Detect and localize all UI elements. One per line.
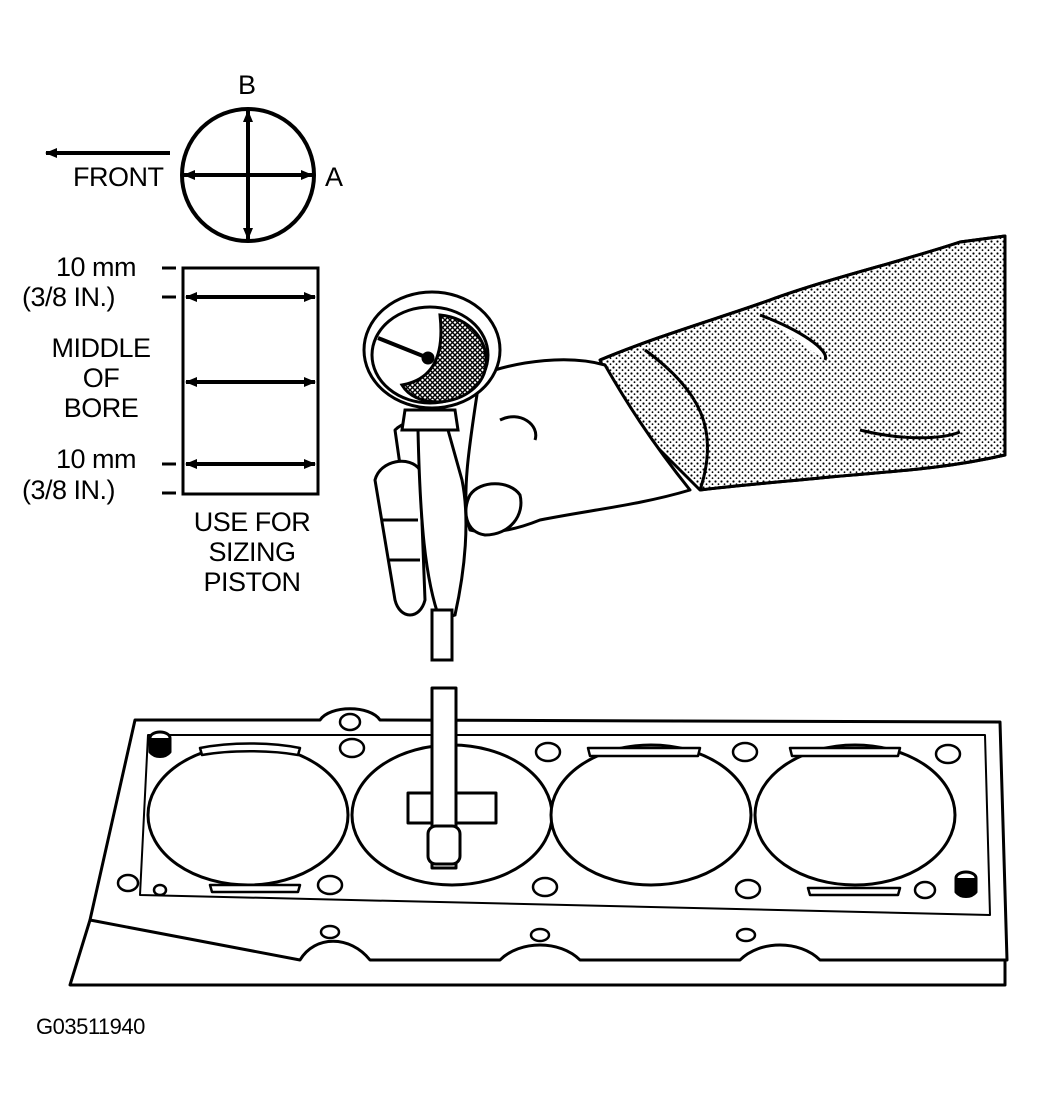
cylinder-bore-section bbox=[181, 266, 320, 496]
engine-block bbox=[68, 686, 1009, 987]
middle-label-line1: MIDDLE bbox=[51, 333, 151, 363]
front-label: FRONT bbox=[73, 162, 164, 192]
middle-of-bore-label: MIDDLE OF BORE bbox=[40, 333, 162, 423]
top-measure-mm: 10 mm bbox=[56, 252, 137, 282]
gasket-edge bbox=[139, 734, 991, 916]
figure-id: G03511940 bbox=[36, 1014, 145, 1039]
middle-label-line2: OF bbox=[82, 363, 120, 393]
dowel-pin-left bbox=[148, 738, 172, 758]
bore-circle bbox=[180, 107, 316, 243]
axis-a-label: A bbox=[325, 162, 343, 192]
top-measure-in: (3/8 IN.) bbox=[22, 282, 116, 312]
gauge-shaft bbox=[430, 608, 454, 662]
arm-sleeve bbox=[598, 234, 1007, 492]
cylinder-bore-4 bbox=[753, 743, 957, 887]
gauge-pivot bbox=[421, 351, 435, 365]
bore-gauge bbox=[362, 290, 502, 662]
sizing-piston-note: USE FOR SIZING PISTON bbox=[180, 507, 324, 597]
bore-measurement-diagram bbox=[162, 266, 320, 496]
note-line3: PISTON bbox=[203, 567, 301, 597]
gauge-contact-sleeve bbox=[426, 824, 462, 866]
middle-label-line3: BORE bbox=[63, 393, 139, 423]
note-line1: USE FOR bbox=[193, 507, 311, 537]
gauge-needle bbox=[377, 336, 429, 360]
gauge-neck bbox=[400, 408, 460, 432]
note-line2: SIZING bbox=[208, 537, 296, 567]
bottom-measure-mm: 10 mm bbox=[56, 444, 137, 474]
bottom-measure-in: (3/8 IN.) bbox=[22, 475, 116, 505]
cylinder-bore-1 bbox=[146, 743, 350, 887]
orientation-compass bbox=[45, 107, 316, 243]
axis-b-label: B bbox=[238, 70, 256, 100]
cylinder-bore-3 bbox=[549, 743, 753, 887]
dowel-pin-right bbox=[954, 878, 978, 898]
gauge-face-shading bbox=[399, 313, 488, 404]
